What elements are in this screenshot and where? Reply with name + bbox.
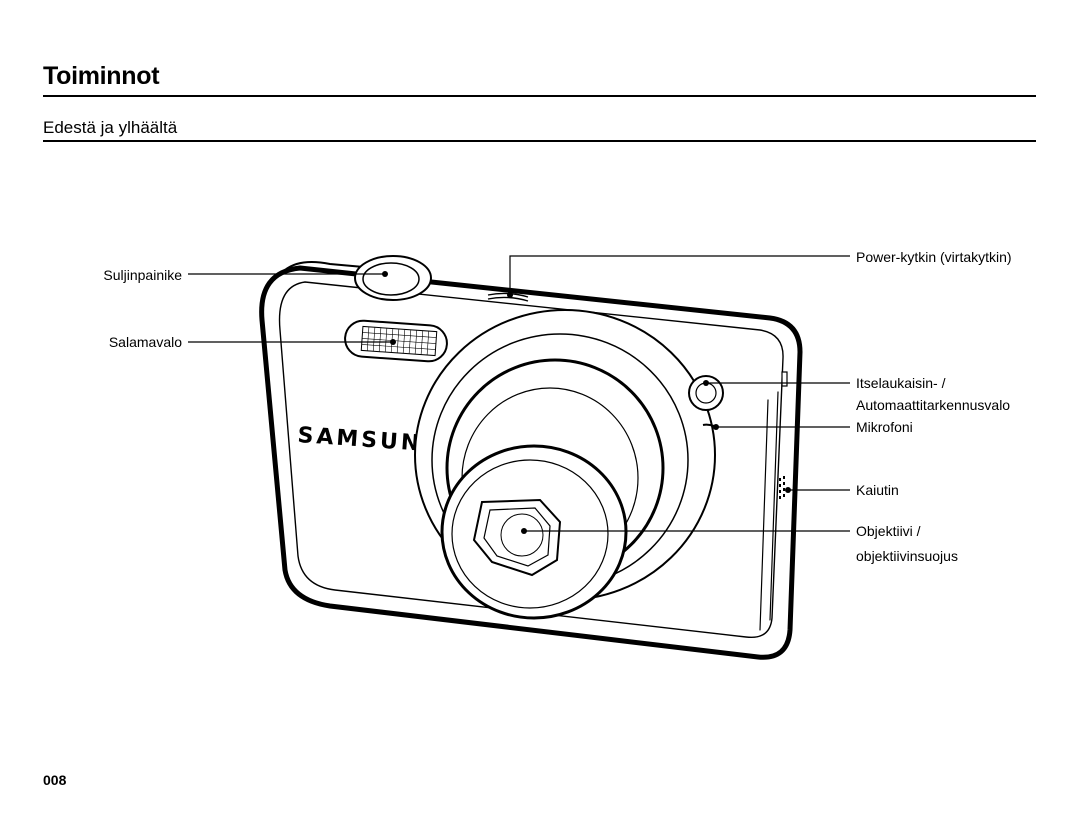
- microphone-icon: [702, 423, 715, 427]
- label-flash: Salamavalo: [108, 334, 182, 350]
- lens-assembly: [414, 309, 716, 620]
- strap-lug: [781, 371, 788, 387]
- self-timer-lamp-icon: [688, 375, 724, 411]
- label-shutter-button: Suljinpainike: [103, 267, 182, 283]
- shutter-housing: [284, 261, 376, 271]
- lens-cover-icon: [472, 498, 562, 577]
- speaker-icon: [779, 476, 785, 499]
- subtitle-rule: [43, 140, 1036, 142]
- label-lens-line1: Objektiivi /: [856, 523, 921, 539]
- label-self-timer-line1: Itselaukaisin- /: [856, 375, 946, 391]
- camera-side-edge: [759, 399, 769, 631]
- camera-body-outline: [259, 265, 803, 660]
- shutter-button-icon: [354, 255, 432, 301]
- label-power-switch: Power-kytkin (virtakytkin): [856, 249, 1012, 265]
- subsection-title: Edestä ja ylhäältä: [43, 118, 178, 137]
- callout-lines: [188, 255, 850, 532]
- label-lens-line2: objektiivinsuojus: [856, 548, 958, 564]
- page-number: 008: [43, 772, 67, 788]
- label-self-timer-line2: Automaattitarkennusvalo: [856, 397, 1011, 413]
- title-rule: [43, 95, 1036, 97]
- flash-icon: [344, 319, 448, 363]
- callout-dots: [382, 271, 791, 534]
- label-microphone: Mikrofoni: [856, 419, 913, 435]
- section-title: Toiminnot: [43, 62, 160, 90]
- label-speaker: Kaiutin: [856, 482, 899, 498]
